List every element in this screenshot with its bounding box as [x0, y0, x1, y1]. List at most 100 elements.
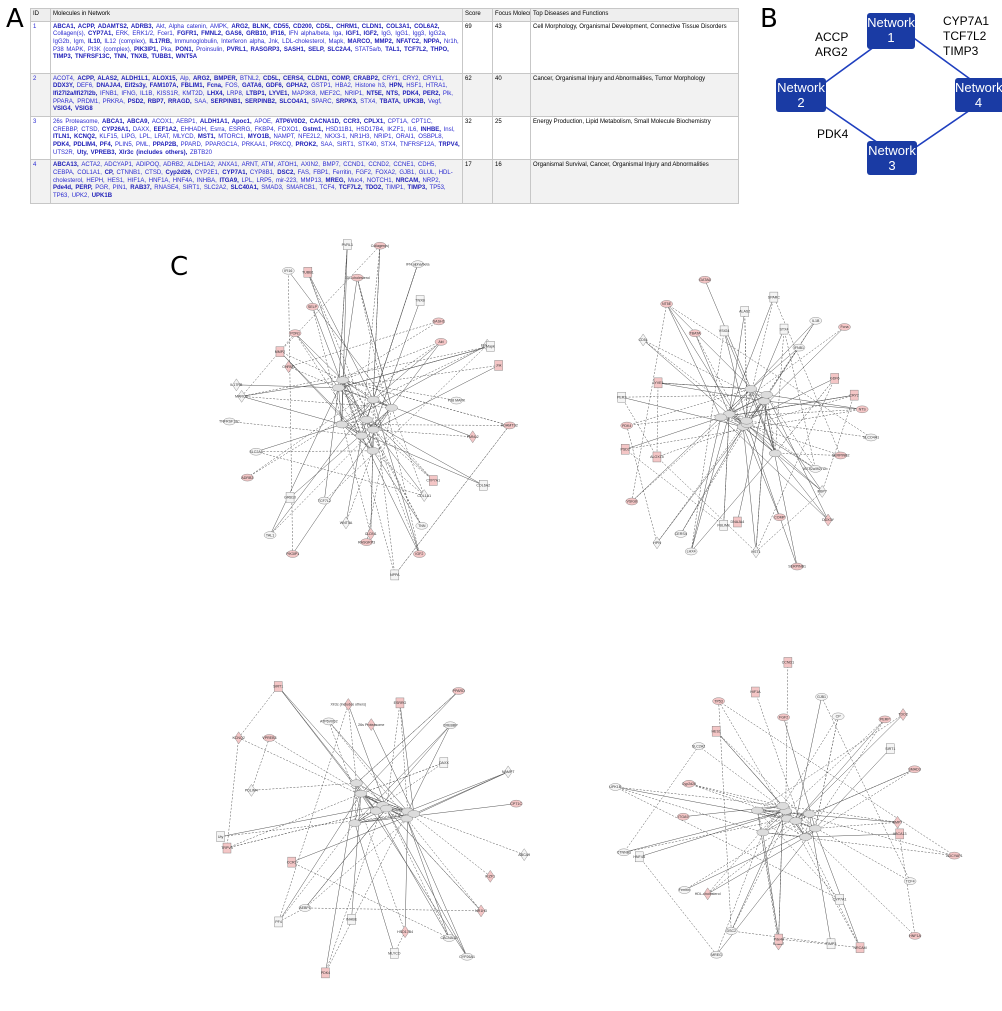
network-node[interactable]: ALOX15	[650, 451, 664, 463]
network-node[interactable]	[808, 824, 822, 833]
network-node[interactable]: CCND1	[782, 657, 794, 668]
network-node[interactable]: IL17RB	[230, 378, 243, 392]
network-node[interactable]: HSD17B4	[397, 925, 413, 939]
table-row[interactable]: 3 26s Proteasome, ABCA1, ABCA9, ACOX1, A…	[30, 116, 739, 161]
network-node[interactable]: PDLIM4	[245, 784, 258, 797]
network-node[interactable]	[714, 413, 727, 422]
network-node[interactable]: ALAS2	[739, 306, 750, 317]
network-node[interactable]: SIRT1	[273, 681, 283, 692]
network-node[interactable]	[760, 391, 773, 399]
network-node[interactable]	[366, 447, 380, 455]
network-node[interactable]: TCF4	[903, 877, 917, 885]
network-node[interactable]: PDK4	[620, 421, 633, 430]
network-node[interactable]: DSC2	[725, 927, 738, 935]
network-node[interactable]: TBATA	[688, 329, 702, 337]
network-node[interactable]: GRB10	[284, 492, 296, 503]
network-node[interactable]: MMP2	[275, 346, 285, 357]
network-node[interactable]	[407, 810, 421, 818]
network-node[interactable]: KCNQ2	[232, 731, 245, 745]
network-node[interactable]: COL1A1	[417, 489, 431, 502]
network-node[interactable]: LHX4	[684, 547, 698, 556]
network-node[interactable]: CCR3	[287, 856, 297, 868]
network-node[interactable]: PERP	[878, 715, 892, 724]
network-node[interactable]: CYP7A1	[426, 475, 440, 486]
network-node[interactable]: SPARC	[768, 291, 781, 303]
network-node[interactable]: Fcna	[838, 323, 851, 331]
network-3-box[interactable]: Network 3	[867, 141, 917, 175]
network-node[interactable]: FBLIM1	[717, 520, 730, 531]
network-node[interactable]: AEBP1	[298, 904, 312, 912]
network-node[interactable]: IGF2	[413, 550, 426, 558]
network-node[interactable]: COL6A2	[476, 480, 490, 491]
network-node[interactable]	[354, 789, 368, 798]
network-node[interactable]	[803, 810, 816, 818]
network-node[interactable]: CYP26A1	[459, 953, 475, 961]
network-node[interactable]: TNN	[415, 522, 428, 530]
network-node[interactable]: CTNNB1	[617, 848, 631, 857]
network-node[interactable]	[335, 420, 349, 429]
network-node[interactable]: Xlr3c (includes others)	[330, 698, 366, 711]
network-node[interactable]: Ifi27l2a/Ifi27l2b	[803, 465, 828, 473]
network-node[interactable]	[355, 431, 368, 440]
network-node[interactable]: HNF4A	[633, 851, 646, 863]
table-row[interactable]: 2 ACOT4, ACPP, ALAS2, ALDH1L1, ALOX15, A…	[30, 72, 739, 118]
network-node[interactable]: NR1H3	[475, 904, 487, 918]
network-node[interactable]: Mapk	[486, 341, 495, 352]
network-node[interactable]: Collagen(s)	[371, 241, 389, 250]
network-node[interactable]: SLC2A4	[249, 448, 263, 456]
network-node[interactable]: NPPA	[390, 569, 400, 581]
network-node[interactable]	[756, 828, 770, 837]
network-node[interactable]	[367, 396, 380, 404]
network-node[interactable]	[350, 779, 363, 787]
network-node[interactable]: PDK4	[321, 967, 330, 979]
network-1-box[interactable]: Network 1	[867, 13, 915, 49]
network-node[interactable]: Jnk	[494, 360, 503, 371]
network-node[interactable]	[744, 385, 758, 393]
network-node[interactable]: NAMPT	[502, 765, 515, 779]
network-node[interactable]: LYVE1	[653, 377, 664, 389]
network-node[interactable]: SMAD3	[908, 765, 921, 773]
network-node[interactable]: FMNL2	[467, 430, 479, 444]
network-node[interactable]: HDL-cholesterol	[695, 887, 721, 901]
network-node[interactable]: Pde4d	[774, 933, 784, 945]
network-node[interactable]: CLDN1	[365, 527, 377, 541]
network-node[interactable]: IKZF1	[485, 869, 495, 883]
network-2-box[interactable]: Network 2	[776, 78, 826, 112]
network-node[interactable]: PPARD	[452, 687, 466, 695]
network-node[interactable]: CREBBP	[443, 721, 458, 729]
network-node[interactable]: DAXX	[439, 757, 449, 768]
network-node[interactable]: PON1	[288, 329, 302, 337]
table-row[interactable]: 4 ABCA13, ACTA2, ADCYAP1, ADIPOQ, ADRB2,…	[30, 159, 739, 204]
network-node[interactable]: ATP6V0D2	[320, 717, 338, 726]
network-node[interactable]: UPK1B	[609, 783, 622, 791]
network-node[interactable]: TRPV4	[221, 842, 233, 854]
network-node[interactable]: IFNB1	[792, 343, 806, 352]
network-node[interactable]: PSD2	[620, 444, 630, 455]
network-node[interactable]: BMP7	[893, 815, 903, 829]
network-node[interactable]: PER2	[617, 391, 626, 403]
network-node[interactable]: CPT1C	[510, 799, 523, 808]
network-node[interactable]: NTS	[855, 405, 869, 414]
network-node[interactable]: INHBE	[346, 914, 358, 925]
network-node[interactable]	[332, 384, 345, 392]
network-node[interactable]: STX4	[780, 323, 789, 335]
network-node[interactable]: CP	[831, 712, 845, 721]
network-node[interactable]: SLC2A2	[692, 742, 705, 750]
network-node[interactable]: Uty	[216, 831, 225, 842]
network-node[interactable]	[768, 449, 782, 458]
network-node[interactable]: ESRRG	[394, 697, 407, 709]
table-row[interactable]: 1 ABCA1, ACPP, ADAMTS2, ADRB3, Akt, Alph…	[30, 20, 739, 74]
network-node[interactable]: SERPINB2	[832, 451, 850, 460]
network-node[interactable]: CERS4	[674, 530, 688, 538]
network-node[interactable]: COMP	[773, 513, 786, 521]
network-node[interactable]: FGF2	[777, 713, 790, 722]
network-node[interactable]	[348, 819, 362, 827]
network-node[interactable]: GDF6	[830, 373, 840, 384]
col-header-id[interactable]: ID	[30, 8, 51, 22]
network-node[interactable]: HNF1A	[908, 932, 922, 940]
network-node[interactable]	[360, 416, 373, 424]
network-node[interactable]: LDL-cholesterol	[345, 273, 370, 282]
network-node[interactable]: SELP	[306, 303, 319, 311]
network-node[interactable]: SIRT1	[885, 743, 895, 754]
network-node[interactable]: DDX3Y	[822, 513, 835, 527]
